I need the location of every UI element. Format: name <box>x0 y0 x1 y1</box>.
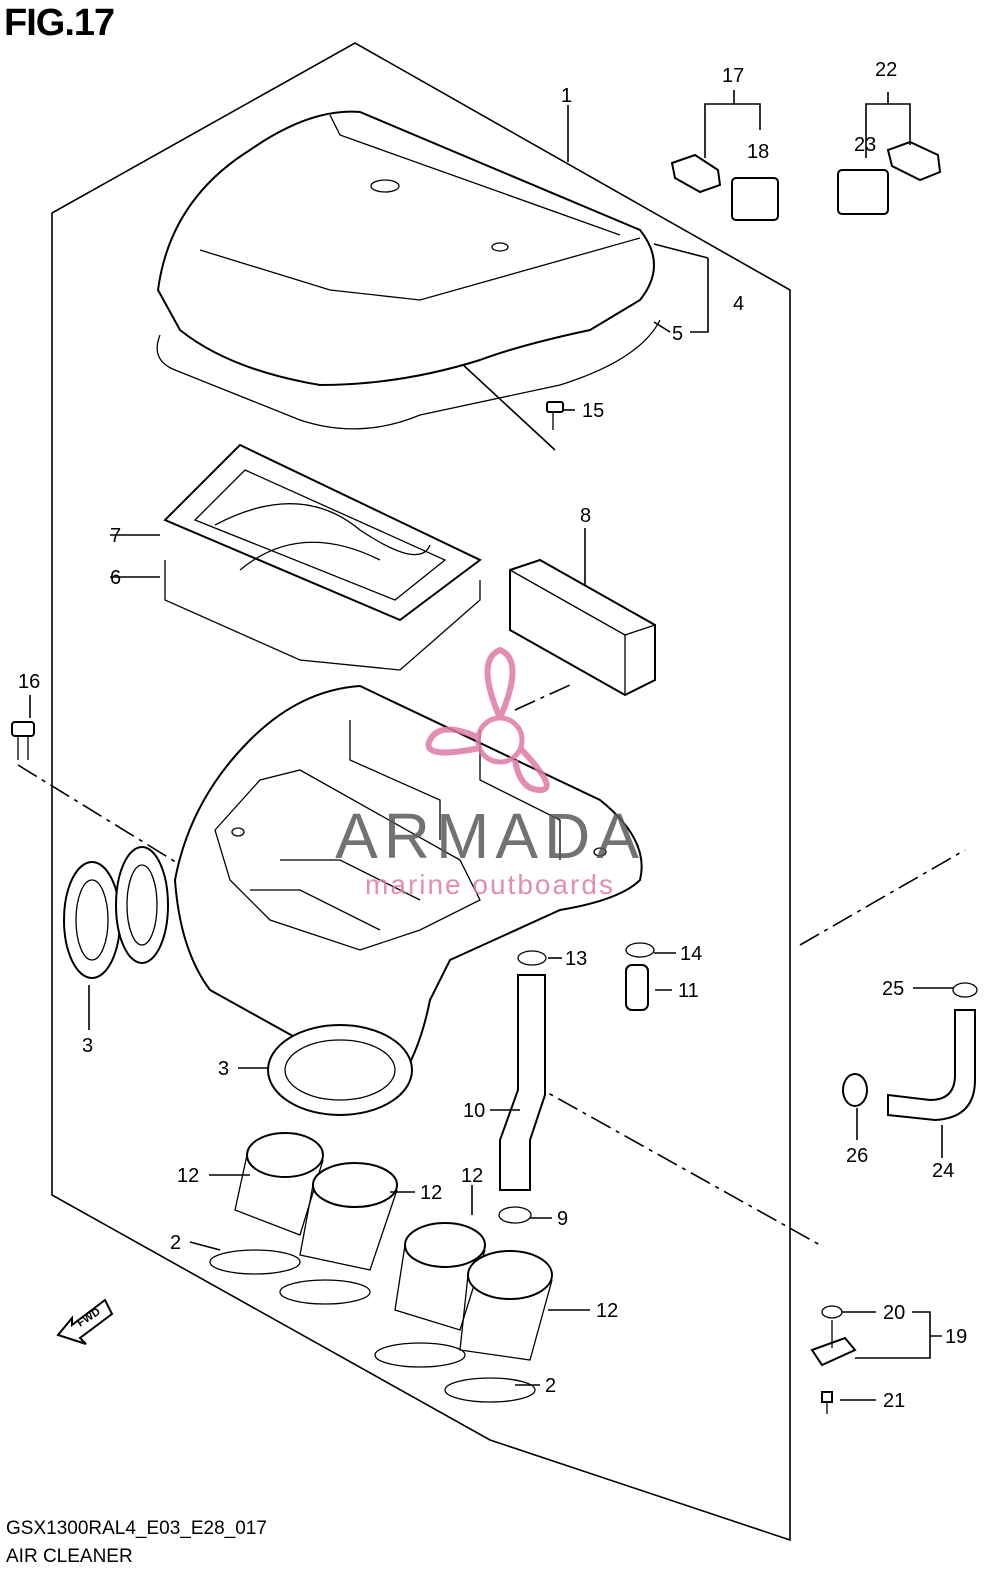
callout-4: 4 <box>733 293 744 315</box>
callout-3-bottom: 3 <box>218 1058 229 1080</box>
sensor-set-17 <box>670 153 779 221</box>
callout-13: 13 <box>565 948 587 970</box>
sensor-set-22 <box>837 140 942 215</box>
leader-bolt-16 <box>17 764 206 881</box>
callout-11: 11 <box>678 980 699 1002</box>
breather-hose <box>842 982 978 1122</box>
callout-17: 17 <box>722 65 744 87</box>
leader-hose-10 <box>524 1079 821 1246</box>
screw-15 <box>546 401 564 430</box>
callout-22: 22 <box>875 59 897 81</box>
bolt-16 <box>11 721 35 760</box>
funnel-set <box>234 1132 553 1361</box>
clip-14 <box>625 942 655 958</box>
callout-6: 6 <box>110 567 121 589</box>
intake-sensor <box>810 1305 857 1414</box>
callout-12-c: 12 <box>461 1165 483 1187</box>
callout-5: 5 <box>672 323 683 345</box>
callout-9: 9 <box>557 1208 568 1230</box>
intake-duct-left <box>63 846 169 979</box>
figure-title: FIG.17 <box>4 2 115 44</box>
callout-2-upper: 2 <box>170 1232 181 1254</box>
assembly-outline <box>51 42 791 1542</box>
callout-25: 25 <box>882 978 904 1000</box>
leader-filter-8 <box>514 684 571 711</box>
callout-12-d: 12 <box>596 1300 618 1322</box>
leader-clamp-25 <box>799 849 966 946</box>
callout-20: 20 <box>883 1302 905 1324</box>
callout-24: 24 <box>932 1160 954 1182</box>
cap-11 <box>625 964 649 1011</box>
callout-23: 23 <box>854 134 876 156</box>
callout-3-left: 3 <box>82 1035 93 1057</box>
callout-21: 21 <box>883 1390 905 1412</box>
diagram-code: GSX1300RAL4_E03_E28_017 <box>6 1518 267 1539</box>
callout-16: 16 <box>18 671 40 693</box>
callout-1: 1 <box>561 85 572 107</box>
callout-12-a: 12 <box>177 1165 199 1187</box>
callout-19: 19 <box>945 1326 967 1348</box>
diagram-name: AIR CLEANER <box>6 1546 133 1567</box>
intake-duct-bottom <box>267 1024 413 1116</box>
watermark-brand: ARMADA <box>335 800 645 872</box>
fwd-arrow: FWD <box>56 1298 114 1345</box>
callout-2-lower: 2 <box>545 1375 556 1397</box>
callout-14: 14 <box>680 943 702 965</box>
callout-26: 26 <box>846 1145 868 1167</box>
box-filter <box>509 558 656 697</box>
filter-element <box>163 443 482 671</box>
watermark-logo: ARMADA marine outboards <box>335 646 645 900</box>
drain-hose <box>498 974 546 1224</box>
callout-8: 8 <box>580 505 591 527</box>
air-cleaner-cover <box>156 110 661 430</box>
clamp-set <box>209 1249 536 1403</box>
callout-15: 15 <box>582 400 604 422</box>
callout-10: 10 <box>463 1100 485 1122</box>
callout-7: 7 <box>110 525 121 547</box>
callout-12-b: 12 <box>420 1182 442 1204</box>
watermark-tagline: marine outboards <box>365 869 615 900</box>
clip-13 <box>517 950 547 966</box>
callout-18: 18 <box>747 141 769 163</box>
